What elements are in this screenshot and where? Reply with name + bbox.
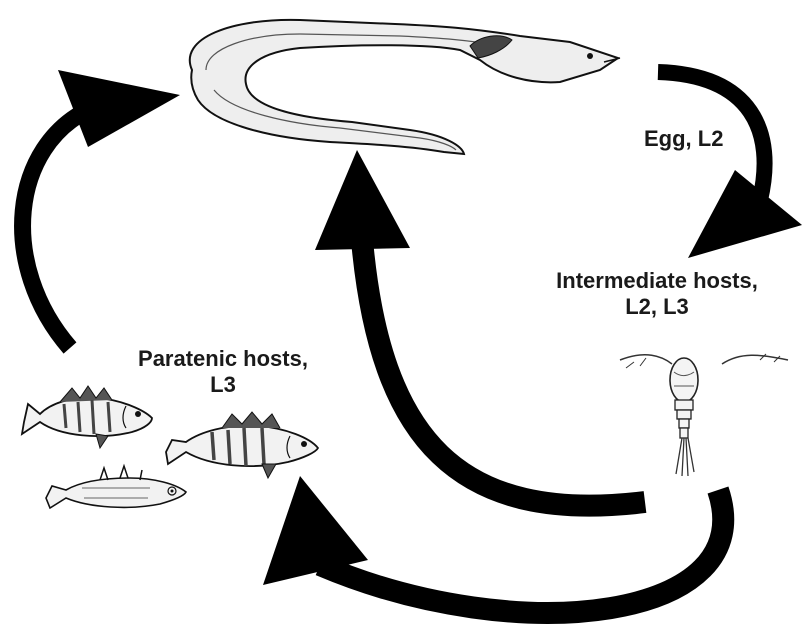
arrow-paratenic-to-eel bbox=[23, 70, 180, 348]
intermediate-label-line1: Intermediate hosts, bbox=[522, 268, 792, 294]
egg-l2-label: Egg, L2 bbox=[644, 126, 723, 152]
perch-icon bbox=[166, 412, 318, 478]
paratenic-label-line2: L3 bbox=[98, 372, 348, 398]
intermediate-hosts-label: Intermediate hosts, L2, L3 bbox=[522, 268, 792, 320]
paratenic-hosts-label: Paratenic hosts, L3 bbox=[98, 346, 348, 398]
stickleback-icon bbox=[46, 466, 186, 508]
egg-label-text: Egg, L2 bbox=[644, 126, 723, 152]
copepod-icon bbox=[620, 354, 788, 476]
paratenic-label-line1: Paratenic hosts, bbox=[98, 346, 348, 372]
arrow-egg-to-intermediate bbox=[658, 72, 802, 258]
arrow-intermediate-to-eel bbox=[315, 150, 645, 506]
intermediate-label-line2: L2, L3 bbox=[522, 294, 792, 320]
eel-icon bbox=[190, 20, 620, 154]
